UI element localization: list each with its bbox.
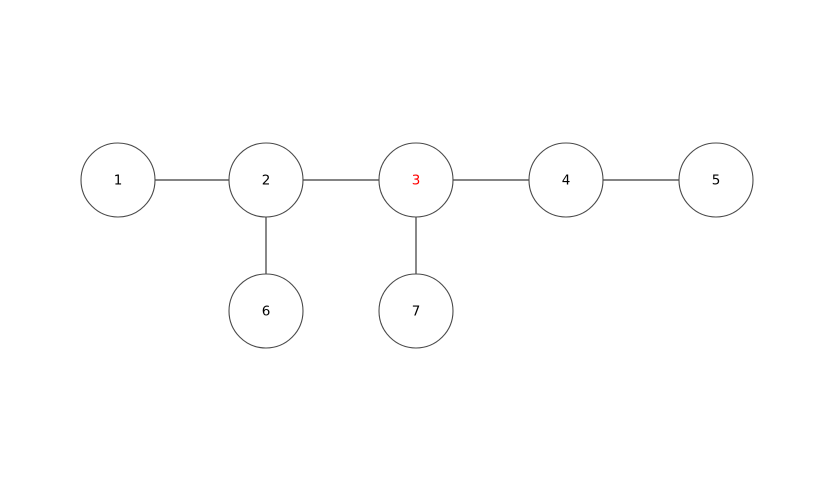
node-circle-6[interactable]	[228, 273, 304, 349]
graph-node-3[interactable]: 3	[378, 142, 454, 218]
node-label-6: 6	[262, 304, 271, 320]
graph-node-6[interactable]: 6	[228, 273, 304, 349]
node-circle-5[interactable]	[678, 142, 754, 218]
node-label-4: 4	[562, 173, 571, 189]
node-circle-2[interactable]	[228, 142, 304, 218]
graph-node-7[interactable]: 7	[378, 273, 454, 349]
node-layer: 1 2 3 4 5 6 7	[80, 142, 754, 349]
node-label-3: 3	[412, 173, 421, 189]
node-label-7: 7	[412, 304, 421, 320]
node-circle-4[interactable]	[528, 142, 604, 218]
node-circle-1[interactable]	[80, 142, 156, 218]
node-label-2: 2	[262, 173, 271, 189]
graph-node-5[interactable]: 5	[678, 142, 754, 218]
node-circle-3[interactable]	[378, 142, 454, 218]
node-circle-7[interactable]	[378, 273, 454, 349]
graph-node-1[interactable]: 1	[80, 142, 156, 218]
node-label-1: 1	[114, 173, 123, 189]
graph-node-4[interactable]: 4	[528, 142, 604, 218]
node-label-5: 5	[712, 173, 721, 189]
graph-node-2[interactable]: 2	[228, 142, 304, 218]
edge-layer	[155, 179, 679, 274]
